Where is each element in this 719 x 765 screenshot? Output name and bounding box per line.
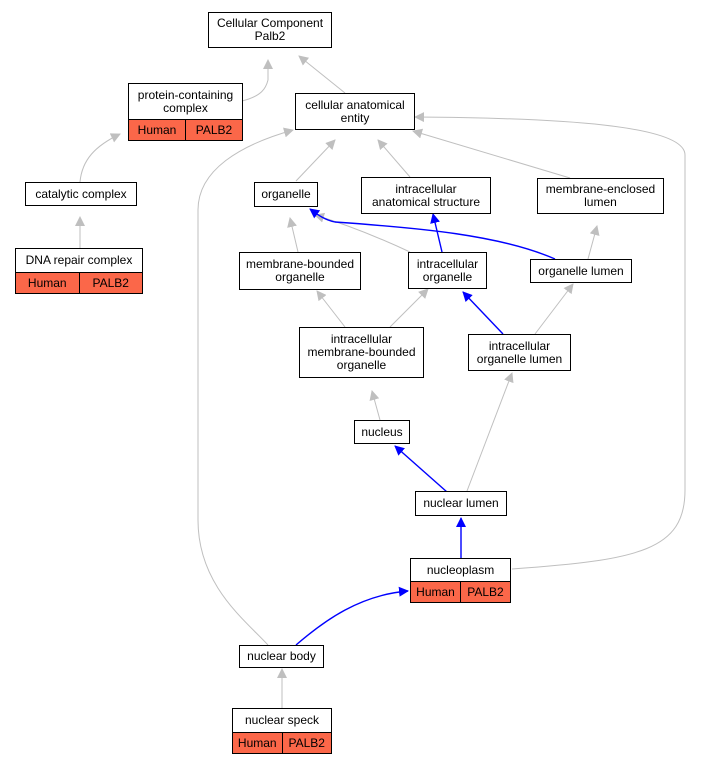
edge-nucleoplasm-to-cellular-anatomical-entity — [414, 112, 686, 570]
edge-protein-complex-to-root — [241, 59, 273, 102]
node-label: Cellular Component Palb2 — [216, 16, 324, 43]
node-label: protein-containing complex — [137, 87, 234, 115]
annotation-row: Human PALB2 — [129, 119, 242, 140]
node-label: nucleoplasm — [426, 562, 495, 577]
node-protein-containing-complex[interactable]: protein-containing complex Human PALB2 — [128, 83, 243, 141]
node-label: nuclear speck — [244, 713, 320, 727]
annotation-row: Human PALB2 — [16, 272, 142, 293]
edge-intracellular-organelle-lumen-to-intracellular-organelle — [462, 291, 504, 335]
annotation-gene[interactable]: PALB2 — [281, 733, 332, 753]
edge-intracellular-organelle-to-intracellular-anatomical-structure — [430, 213, 443, 253]
annotation-row: Human PALB2 — [233, 732, 331, 753]
node-catalytic-complex[interactable]: catalytic complex — [25, 182, 137, 206]
node-label: organelle lumen — [538, 263, 624, 278]
node-intracellular-membrane-bounded-organelle[interactable]: intracellular membrane-bounded organelle — [299, 327, 424, 378]
edge-organelle-to-cellular-anatomical-entity — [295, 139, 336, 182]
annotation-species[interactable]: Human — [27, 276, 67, 290]
node-intracellular-organelle-lumen[interactable]: intracellular organelle lumen — [468, 334, 571, 371]
edge-intracellular-organelle-lumen-to-organelle-lumen — [534, 283, 574, 335]
node-label: nuclear lumen — [423, 496, 499, 510]
node-label: nuclear body — [247, 649, 316, 663]
annotation-gene[interactable]: PALB2 — [185, 120, 242, 140]
edge-intracellular-membrane-bounded-organelle-to-membrane-bounded-organelle — [316, 290, 346, 328]
edge-membrane-enclosed-lumen-to-cellular-anatomical-entity — [412, 128, 571, 179]
node-label: intracellular anatomical structure — [371, 181, 481, 209]
edge-nuclear-lumen-to-intracellular-organelle-lumen — [466, 372, 514, 492]
annotation-species[interactable]: Human — [137, 123, 177, 137]
node-cellular-anatomical-entity[interactable]: cellular anatomical entity — [295, 93, 415, 130]
edge-nuclear-body-to-nucleoplasm — [295, 586, 409, 646]
edge-intracellular-anatomical-structure-to-cellular-anatomical-entity — [377, 139, 411, 178]
node-nuclear-lumen[interactable]: nuclear lumen — [415, 491, 507, 516]
node-label: membrane-bounded organelle — [245, 257, 355, 284]
edge-organelle-lumen-to-membrane-enclosed-lumen — [587, 225, 600, 260]
annotation-gene[interactable]: PALB2 — [78, 273, 143, 293]
edge-intracellular-membrane-bounded-organelle-to-intracellular-organelle — [389, 288, 429, 328]
edge-membrane-bounded-organelle-to-organelle — [287, 217, 299, 253]
node-label: intracellular membrane-bounded organelle — [307, 332, 416, 372]
node-intracellular-anatomical-structure[interactable]: intracellular anatomical structure — [361, 177, 491, 214]
edge-nuclear-body-to-cellular-anatomical-entity — [197, 127, 294, 646]
node-membrane-enclosed-lumen[interactable]: membrane-enclosed lumen — [537, 178, 664, 214]
edge-nucleus-to-intracellular-membrane-bounded-organelle — [369, 390, 381, 421]
annotation-gene[interactable]: PALB2 — [460, 582, 510, 602]
annotation-species[interactable]: Human — [416, 585, 455, 599]
edge-catalytic-complex-to-protein-complex — [79, 133, 121, 183]
node-label: membrane-enclosed lumen — [545, 182, 656, 209]
node-dna-repair-complex[interactable]: DNA repair complex Human PALB2 — [15, 248, 143, 294]
node-label: catalytic complex — [35, 186, 127, 201]
node-organelle-lumen[interactable]: organelle lumen — [530, 259, 632, 283]
node-nuclear-body[interactable]: nuclear body — [239, 645, 324, 668]
node-label: cellular anatomical entity — [305, 97, 405, 125]
node-nuclear-speck[interactable]: nuclear speck Human PALB2 — [232, 708, 332, 754]
node-label: intracellular organelle — [416, 256, 479, 284]
node-label: intracellular organelle lumen — [476, 338, 563, 366]
annotation-species[interactable]: Human — [237, 736, 277, 750]
node-organelle[interactable]: organelle — [254, 182, 318, 207]
edge-organelle-lumen-to-organelle — [309, 208, 556, 260]
node-nucleoplasm[interactable]: nucleoplasm Human PALB2 — [410, 558, 511, 603]
node-intracellular-organelle[interactable]: intracellular organelle — [408, 252, 487, 289]
node-label: nucleus — [361, 424, 403, 439]
node-nucleus[interactable]: nucleus — [354, 420, 410, 444]
node-label: organelle — [261, 187, 311, 201]
node-cellular-component-palb2[interactable]: Cellular Component Palb2 — [208, 12, 332, 48]
edge-cellular-anatomical-entity-to-root — [298, 55, 346, 94]
node-label: DNA repair complex — [25, 253, 133, 267]
annotation-row: Human PALB2 — [411, 581, 510, 602]
node-membrane-bounded-organelle[interactable]: membrane-bounded organelle — [239, 252, 361, 290]
edge-nuclear-lumen-to-nucleus — [394, 445, 448, 493]
